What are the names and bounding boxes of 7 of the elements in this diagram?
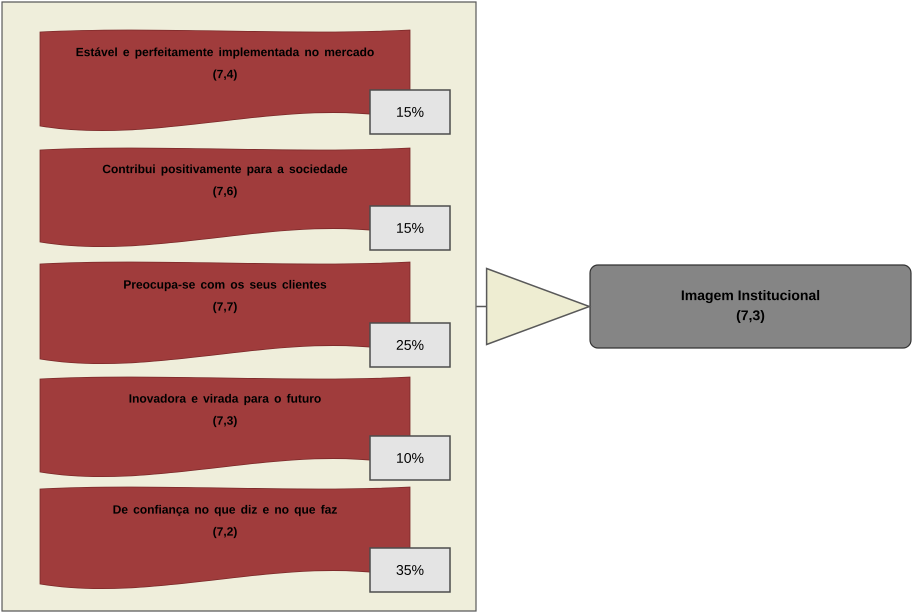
percent-box: 15%	[369, 89, 451, 135]
rounded-box: Imagem Institucional (7,3)	[589, 264, 912, 349]
percent-box: 10%	[369, 435, 451, 481]
percent-box: 15%	[369, 205, 451, 251]
arrow	[476, 267, 592, 346]
percent-box: 35%	[369, 547, 451, 593]
percent-box: 25%	[369, 322, 451, 368]
